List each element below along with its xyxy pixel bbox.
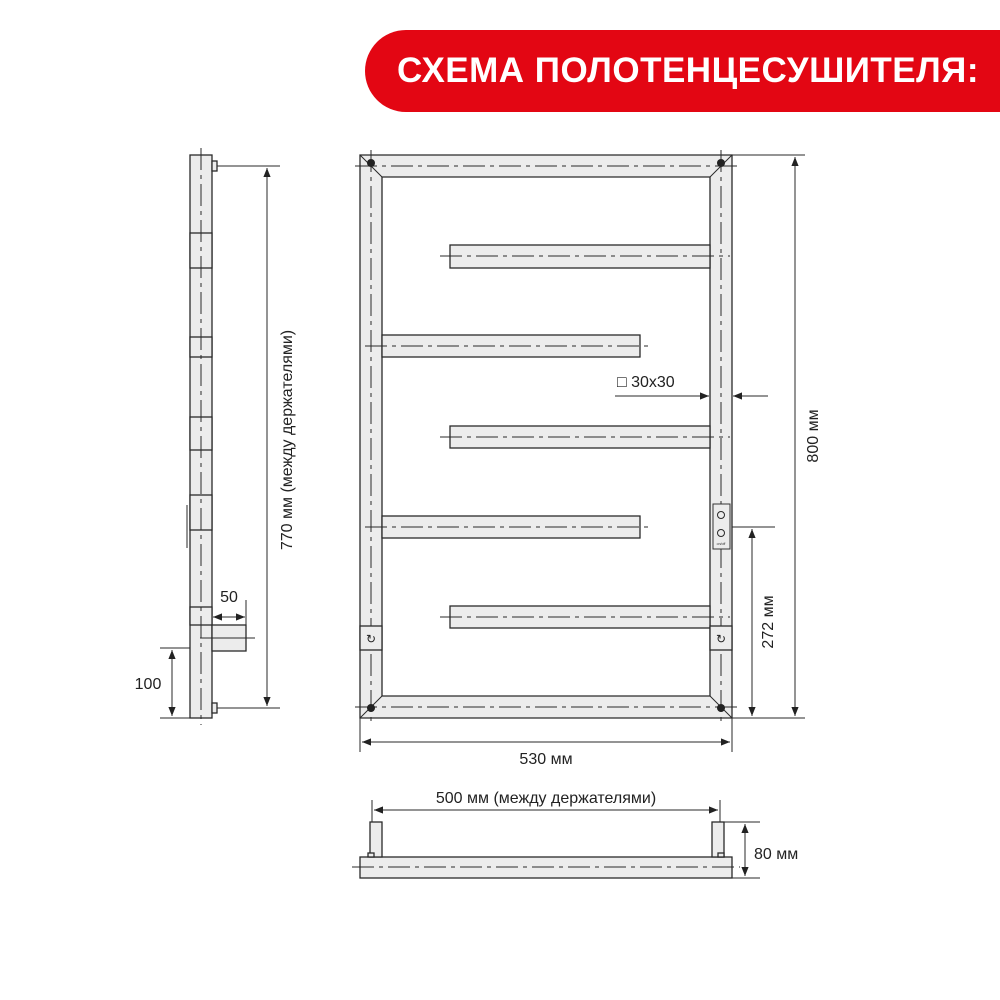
- connector-icon: ↻: [716, 632, 726, 646]
- connection-height-label: 272 мм: [760, 595, 777, 648]
- control-panel[interactable]: on/off: [712, 503, 731, 550]
- profile-label: □ 30x30: [617, 374, 675, 391]
- connector-right: [709, 625, 733, 651]
- top-view: 500 мм (между держателями) 80 мм: [352, 790, 798, 879]
- rails: [365, 244, 730, 629]
- front-view: ↻ ↻ on/off □ 30x30 800 мм 272 мм: [355, 150, 822, 768]
- connector-left: [359, 625, 383, 651]
- total-width-label: 530 мм: [519, 751, 572, 768]
- side-height-label: 770 мм (между держателями): [279, 330, 296, 550]
- total-height-label: 800 мм: [805, 409, 822, 462]
- power-icon: [717, 529, 725, 537]
- holder-spacing-label: 500 мм (между держателями): [436, 790, 656, 807]
- header-banner: СХЕМА ПОЛОТЕНЦЕСУШИТЕЛЯ:: [365, 30, 1000, 112]
- side-view: 770 мм (между держателями) 50 100: [135, 148, 296, 725]
- side-depth-label: 50: [220, 589, 238, 606]
- depth-label: 80 мм: [754, 846, 798, 863]
- on-off-label: on/off: [717, 542, 726, 546]
- side-bottom-label: 100: [135, 676, 162, 693]
- timer-icon: [717, 511, 725, 519]
- header-title: СХЕМА ПОЛОТЕНЦЕСУШИТЕЛЯ:: [397, 51, 979, 90]
- connector-icon: ↻: [366, 632, 376, 646]
